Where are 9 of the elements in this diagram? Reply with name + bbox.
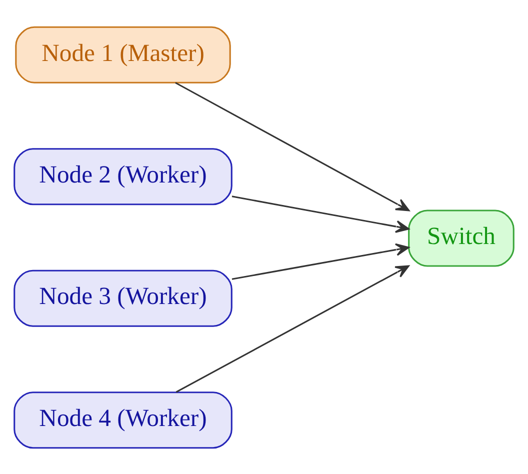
arrow <box>175 82 410 211</box>
node-box: Switch <box>408 209 514 266</box>
arrow <box>232 242 410 280</box>
node-box: Node 2 (Worker) <box>14 148 232 205</box>
arrow <box>232 195 410 232</box>
node-box: Node 3 (Worker) <box>14 269 232 326</box>
node-box: Node 1 (Master) <box>15 26 231 83</box>
arrow <box>176 264 410 392</box>
node-box: Node 4 (Worker) <box>14 391 232 448</box>
